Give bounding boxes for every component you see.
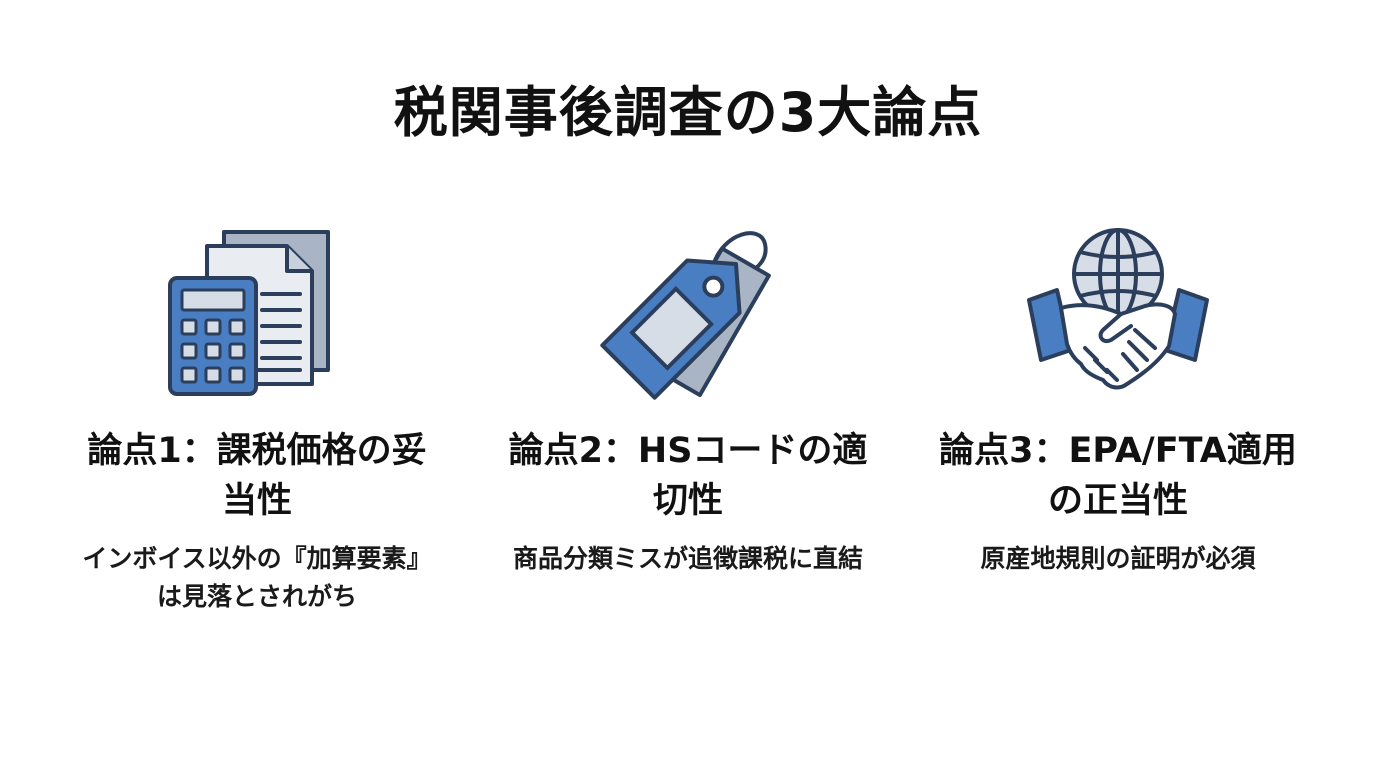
page-title: 税関事後調査の3大論点 [393,81,983,144]
point-desc-2: 商品分類ミスが追徴課税に直結 [512,544,863,573]
point-desc-3: 原産地規則の証明が必須 [980,544,1256,573]
point-card-3: 論点3：EPA/FTA適用の正当性 原産地規則の証明が必須 [918,222,1318,578]
calculator-documents-icon [168,230,330,396]
point-desc-1: インボイス以外の『加算要素』は見落とされがち [82,544,432,611]
icon-container [488,222,888,404]
point-title-2: 論点2：HSコードの適切性 [508,431,868,521]
point-card-2: 論点2：HSコードの適切性 商品分類ミスが追徴課税に直結 [488,222,888,578]
price-tag-icon [600,231,771,400]
globe-handshake-icon [1027,228,1209,390]
point-card-1: 論点1：課税価格の妥当性 インボイス以外の『加算要素』は見落とされがち [57,222,457,616]
point-title-1: 論点1：課税価格の妥当性 [87,431,427,521]
point-title-3: 論点3：EPA/FTA適用の正当性 [939,431,1297,521]
icon-container [918,222,1318,404]
icon-container [57,222,457,404]
